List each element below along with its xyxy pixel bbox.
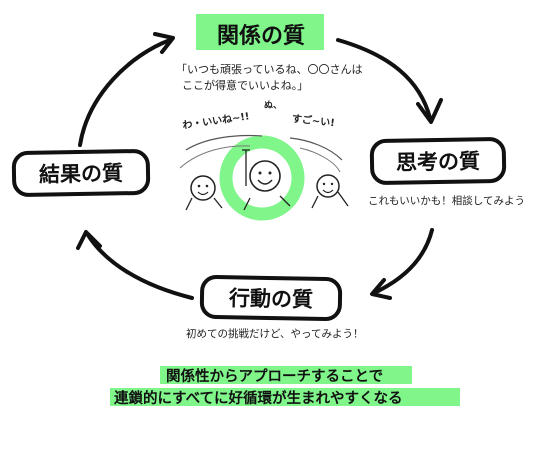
arrow-relationship-to-thinking: [336, 38, 432, 120]
center-person: [242, 149, 291, 211]
right-person: [311, 174, 349, 209]
node-result-label: 結果の質: [38, 161, 124, 187]
relationship-highlight: [196, 14, 324, 50]
note-thinking: これもいいかも！相談してみよう: [368, 195, 525, 207]
note-relationship-line2: ここが得意でいいよね。」: [182, 79, 309, 92]
arrow-thinking-to-action: [374, 228, 434, 294]
summary-line-2: 連鎖的にすべてに好循環が生まれやすくなる: [114, 391, 403, 407]
arrowhead-action: [370, 278, 392, 300]
arrowhead-thinking: [416, 98, 443, 124]
arrowhead-relationship: [153, 32, 175, 54]
shout-top: ぬ、: [264, 101, 283, 111]
arrow-result-to-relationship: [78, 38, 172, 147]
node-action-label: 行動の質: [228, 286, 314, 312]
summary-highlight-1: [160, 366, 412, 384]
node-relationship-label: 関係の質: [216, 24, 305, 49]
highlight-circle: [219, 135, 305, 221]
summary-highlight-2: [110, 388, 460, 406]
summary-line-1: 関係性からアプローチすることで: [166, 369, 384, 385]
note-relationship: 「いつも頑張っているね、〇〇さんは ここが得意でいいよね。」: [176, 62, 362, 94]
node-thinking-label: 思考の質: [395, 149, 481, 175]
arrowhead-result: [76, 230, 102, 250]
node-result-quality: 結果の質: [11, 148, 151, 198]
node-relationship-quality: 関係の質: [188, 13, 334, 55]
left-person: [185, 175, 223, 211]
note-relationship-line1: 「いつも頑張っているね、〇〇さんは: [176, 63, 363, 76]
node-thinking-quality: 思考の質: [369, 136, 507, 186]
note-action: 初めての挑戦だけど、やってみよう！: [186, 328, 364, 340]
people-illustration: [179, 134, 349, 221]
arrow-action-to-result: [86, 233, 194, 300]
node-action-quality: 行動の質: [199, 274, 343, 322]
